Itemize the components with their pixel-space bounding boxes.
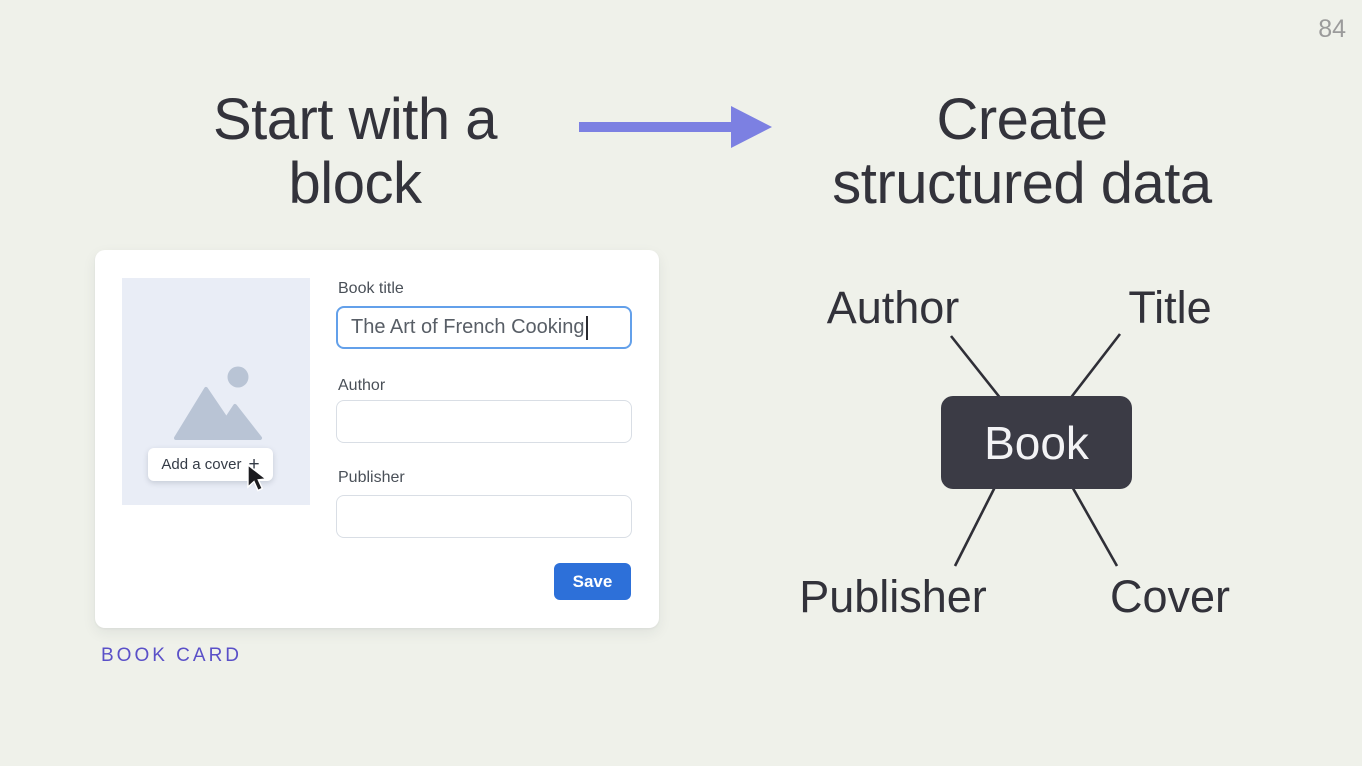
diagram-node-publisher: Publisher bbox=[799, 571, 987, 622]
cover-image-placeholder: Add a cover + bbox=[122, 278, 310, 505]
right-arrow-icon bbox=[579, 106, 772, 148]
book-card-caption: BOOK CARD bbox=[101, 645, 243, 666]
mouse-cursor-icon bbox=[247, 464, 268, 492]
heading-left-line2: block bbox=[288, 151, 422, 216]
diagram-node-book: Book bbox=[941, 396, 1132, 489]
text-caret bbox=[586, 315, 589, 340]
book-title-label: Book title bbox=[338, 280, 404, 297]
diagram-node-cover: Cover bbox=[1109, 571, 1231, 622]
publisher-label: Publisher bbox=[338, 469, 405, 486]
book-title-input[interactable]: The Art of French Cooking bbox=[336, 306, 632, 349]
diagram-node-title: Title bbox=[1128, 282, 1212, 333]
diagram-node-author: Author bbox=[826, 282, 960, 333]
book-card: Add a cover + Book title The Art of Fren… bbox=[95, 250, 659, 628]
add-cover-button[interactable]: Add a cover + bbox=[148, 448, 273, 481]
plus-icon: + bbox=[248, 454, 260, 475]
image-placeholder-icon bbox=[174, 366, 262, 440]
book-title-value: The Art of French Cooking bbox=[351, 316, 585, 338]
heading-create-structured-data: Create structured data bbox=[772, 88, 1272, 216]
slide-number: 84 bbox=[1318, 15, 1346, 43]
publisher-input[interactable] bbox=[336, 495, 632, 538]
author-input[interactable] bbox=[336, 400, 632, 443]
heading-left-line1: Start with a bbox=[212, 87, 498, 152]
heading-right-line1: Create bbox=[936, 87, 1108, 152]
heading-right-line2: structured data bbox=[832, 151, 1212, 216]
save-button[interactable]: Save bbox=[554, 563, 631, 600]
author-label: Author bbox=[338, 377, 386, 394]
add-cover-label: Add a cover bbox=[161, 456, 242, 473]
heading-start-with-a-block: Start with a block bbox=[110, 88, 600, 216]
